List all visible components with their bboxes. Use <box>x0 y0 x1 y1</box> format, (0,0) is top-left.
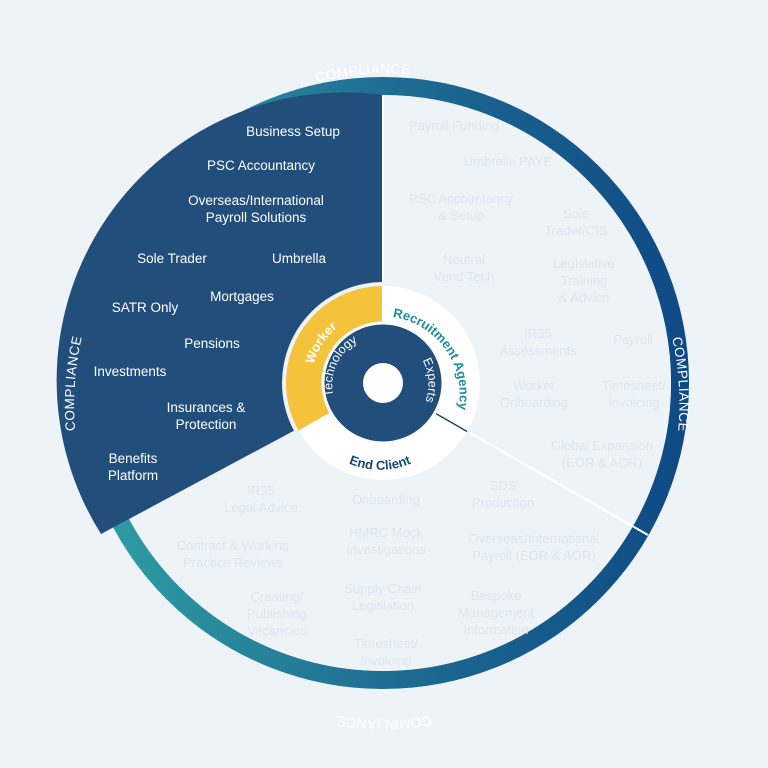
agency-item: Vend Tech <box>434 269 494 284</box>
agency-item: Global Expansion <box>551 438 653 453</box>
agency-item: & Advice <box>559 290 610 305</box>
hub-client-label: End Client <box>348 452 414 473</box>
client-item: Legislation <box>352 598 414 613</box>
client-item: HMRC Mock <box>349 525 423 540</box>
agency-items: Payroll Funding Umbrella PAYE PSC Accoun… <box>409 118 666 470</box>
client-item: Legal Advice <box>224 500 298 515</box>
client-item: Information <box>463 622 528 637</box>
worker-item: Business Setup <box>246 124 340 139</box>
client-item: Supply Chain <box>344 581 421 596</box>
agency-item: Trader/CIS <box>544 223 607 238</box>
agency-item: Payroll <box>613 332 653 347</box>
compliance-label-bottom: COMPLIANCE <box>335 713 432 732</box>
client-item: Production <box>472 495 534 510</box>
agency-item: IR35 <box>524 326 551 341</box>
agency-item: Worker <box>513 378 555 393</box>
agency-item: Legislative <box>553 256 614 271</box>
client-item: Invoicing <box>360 653 411 668</box>
client-item: Management <box>458 605 534 620</box>
agency-item: Umbrella PAYE <box>464 154 553 169</box>
worker-items: Business Setup PSC Accountancy Overseas/… <box>94 124 340 483</box>
client-item: Contract & Working <box>177 538 289 553</box>
agency-item: Onboarding <box>500 395 568 410</box>
worker-item: Platform <box>108 468 158 483</box>
client-item: SDS <box>490 478 517 493</box>
client-item: Practice Reviews <box>183 555 283 570</box>
agency-item: Training <box>561 273 607 288</box>
agency-item: PSC Accountancy <box>409 191 514 206</box>
worker-item: Protection <box>176 417 237 432</box>
client-item: Creating/ <box>251 589 304 604</box>
worker-item: Payroll Solutions <box>206 210 307 225</box>
agency-item: Invoicing <box>608 395 659 410</box>
agency-item: Assessments <box>499 343 577 358</box>
worker-item: Sole Trader <box>137 251 207 266</box>
client-item: IR35 <box>247 483 274 498</box>
client-item: Timesheet/ <box>354 636 418 651</box>
worker-item: Insurances & <box>167 400 246 415</box>
core-center <box>363 363 403 403</box>
worker-item: SATR Only <box>112 300 179 315</box>
worker-item: Pensions <box>184 336 240 351</box>
worker-item: Benefits <box>109 451 158 466</box>
client-item: Investigations <box>346 542 426 557</box>
client-item: Onboarding <box>352 492 420 507</box>
agency-item: Neutral <box>443 252 485 267</box>
agency-item: Sole <box>563 206 589 221</box>
client-item: Publishing <box>247 606 307 621</box>
client-item: Vacancies <box>247 623 307 638</box>
worker-item: Umbrella <box>272 251 327 266</box>
worker-item: PSC Accountancy <box>207 158 315 173</box>
client-items: IR35 Legal Advice Onboarding SDS Product… <box>177 478 600 668</box>
agency-item: & Setup <box>438 208 484 223</box>
core-experts-label: Experts <box>420 356 440 405</box>
client-item: Bespoke <box>471 588 522 603</box>
worker-item: Overseas/International <box>188 193 324 208</box>
client-item: Overseas/International <box>469 531 600 546</box>
worker-item: Investments <box>94 364 167 379</box>
worker-item: Mortgages <box>210 289 274 304</box>
agency-item: Payroll Funding <box>409 118 499 133</box>
client-item: Payroll (EOR & AOR) <box>472 548 596 563</box>
agency-item: Timesheet/ <box>602 378 666 393</box>
agency-item: (EOR & AOR) <box>562 455 642 470</box>
